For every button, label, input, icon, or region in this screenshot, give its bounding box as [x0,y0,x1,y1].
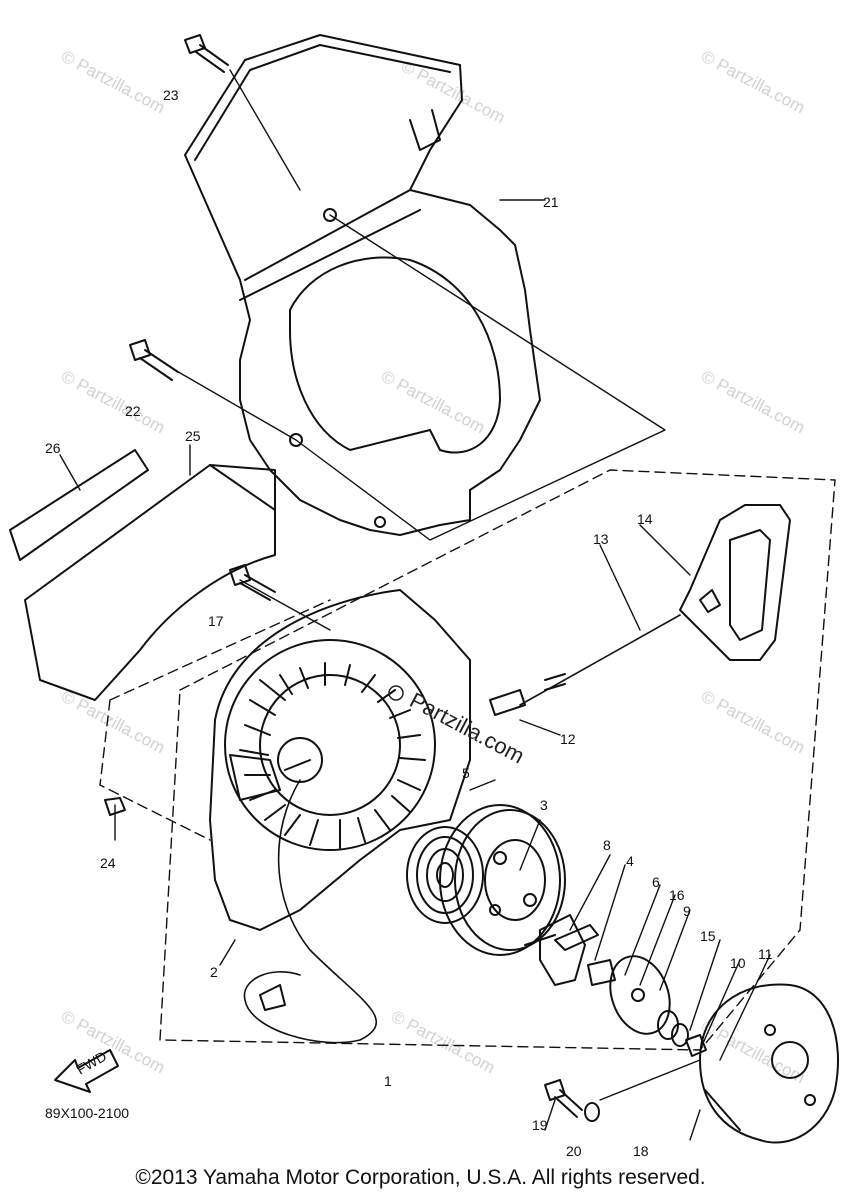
callout-labels: 2321222625141317122453846169151011211920… [45,87,773,1159]
callout-12: 12 [560,731,576,747]
callout-13: 13 [593,531,609,547]
starter-pulley [699,983,839,1144]
watermark: © Partzilla.com [388,1007,498,1078]
bolt-19 [544,1079,583,1118]
watermark: © Partzilla.com [698,687,808,758]
callout-3: 3 [540,797,548,813]
rope-clip [259,984,286,1011]
callout-24: 24 [100,855,116,871]
plate-25 [24,464,276,701]
starter-case [209,589,471,931]
fan-shroud [184,34,541,536]
watermark-layer: © Partzilla.com © Partzilla.com © Partzi… [58,47,808,1088]
bolt-16 [587,959,616,986]
diagram-code: 89X100-2100 [45,1105,129,1121]
brand-text: Partzilla.com [406,687,529,768]
watermark: © Partzilla.com [58,367,168,438]
callout-9: 9 [683,903,691,919]
starter-rope [519,614,681,706]
callout-18: 18 [633,1143,649,1159]
friction-plate [609,955,671,1035]
callout-10: 10 [730,955,746,971]
callout-6: 6 [652,874,660,890]
callout-22: 22 [125,403,141,419]
callout-8: 8 [603,837,611,853]
callout-17: 17 [208,613,224,629]
washer-10 [671,1023,689,1047]
drawing [9,34,839,1144]
callout-5: 5 [462,765,470,781]
bolt-22 [129,339,179,381]
watermark: © Partzilla.com [698,47,808,118]
callout-16: 16 [669,887,685,903]
callout-21: 21 [543,194,559,210]
callout-25: 25 [185,428,201,444]
watermark: © Partzilla.com [698,1017,808,1088]
callout-20: 20 [566,1143,582,1159]
assembly-outline-inner [99,599,331,841]
callout-26: 26 [45,440,61,456]
bolt-17 [229,564,276,601]
washer-20 [584,1102,600,1122]
fwd-arrow [54,1049,119,1093]
copyright-notice: ©2013 Yamaha Motor Corporation, U.S.A. A… [135,1166,706,1189]
rope-guide-12 [489,673,566,716]
sheave-drum [439,804,566,956]
watermark: © Partzilla.com [58,47,168,118]
cushion-26 [9,449,149,561]
brand-watermark: Partzilla.com [388,685,529,769]
assembly-outline [159,469,836,1051]
callout-4: 4 [626,853,634,869]
callout-2: 2 [210,964,218,980]
callout-11: 11 [758,946,773,962]
watermark: © Partzilla.com [398,57,508,128]
drive-pawl [524,914,599,986]
callout-23: 23 [163,87,179,103]
starter-rope-loop [243,779,378,1044]
bolt-23 [184,34,229,73]
nut-11 [685,1034,707,1057]
callout-14: 14 [637,511,653,527]
callout-1: 1 [384,1073,392,1089]
nut-24 [104,797,126,816]
watermark: © Partzilla.com [378,367,488,438]
callout-19: 19 [532,1117,548,1133]
callout-15: 15 [700,928,716,944]
watermark: © Partzilla.com [698,367,808,438]
starter-handle [679,504,791,661]
watermark: © Partzilla.com [58,687,168,758]
